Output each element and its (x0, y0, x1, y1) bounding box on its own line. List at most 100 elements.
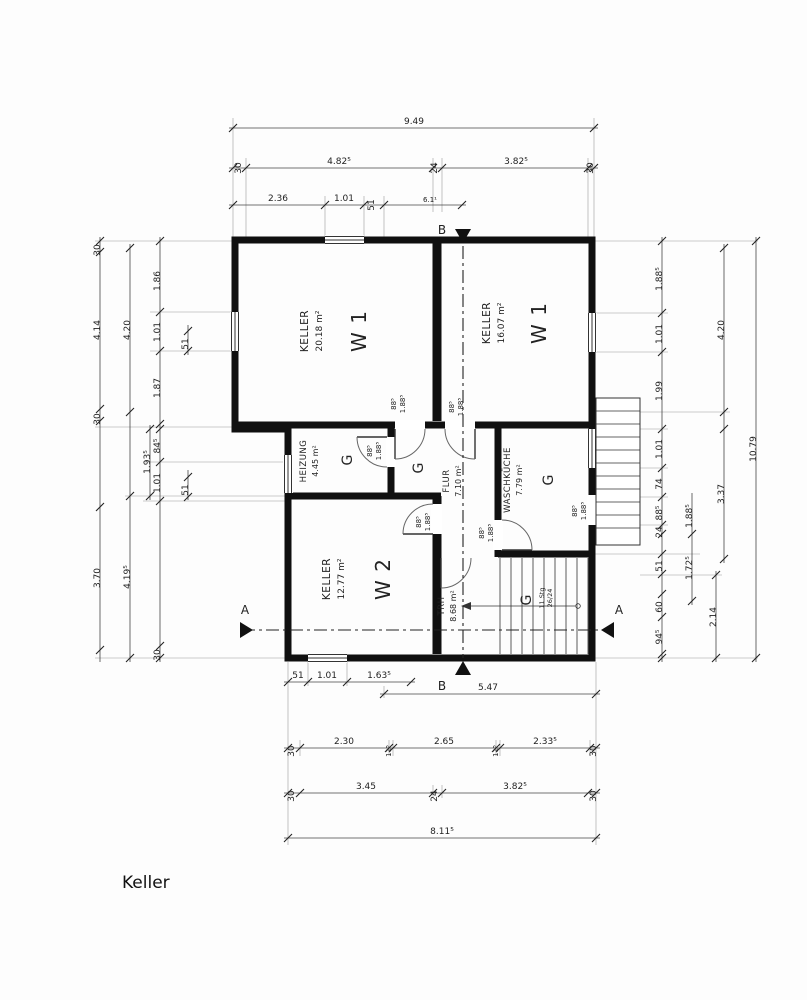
door-dim: 88⁵ (390, 398, 398, 410)
dim-label: 60 (655, 601, 665, 613)
dim-label: 3.70 (93, 568, 103, 588)
door-dim: 1.88⁵ (580, 502, 588, 521)
dim-label: 1.01 (655, 324, 665, 344)
dim-label: 5.47 (478, 683, 498, 693)
room-unit: W 1 (527, 302, 551, 344)
stairs-exterior (595, 397, 641, 546)
dim-label: 1.01 (317, 671, 337, 681)
dim-label: 11⁵ (492, 745, 500, 757)
dim-label: 30 (234, 162, 244, 174)
dim-label: 2.65 (434, 737, 454, 747)
window (325, 235, 364, 245)
dim-label: 11⁵ (385, 745, 393, 757)
door-dim: 1.88⁵ (375, 442, 383, 461)
dim-label: 30 (586, 162, 596, 174)
dim-label: 3.45 (356, 782, 376, 792)
dim-label: 3.82⁵ (503, 782, 527, 792)
dim-label: 1.87 (153, 378, 163, 398)
door-dim: 88⁵ (478, 527, 486, 539)
door-dim: 88⁵ (448, 401, 456, 413)
dim-label: 30 (287, 790, 297, 802)
stairs-trh (470, 558, 589, 654)
room-area: 12.77 m² (337, 558, 347, 599)
dim-label: 51 (292, 671, 303, 681)
room-name: HEIZUNG (299, 440, 309, 483)
dim-label: 3.82⁵ (504, 157, 528, 167)
dim-label: 1.01 (655, 439, 665, 459)
room-labels: KELLER 20.18 m² W 1 KELLER 16.07 m² W 1 … (299, 302, 557, 622)
dim-label: 4.20 (123, 320, 133, 340)
dimension-labels: 9.49 30 4.82⁵ 24 3.82⁵ 30 2.36 1.01 51 6… (93, 117, 759, 837)
dim-label: 9.49 (404, 117, 424, 127)
dim-label: 2.36 (268, 194, 288, 204)
room-name: TRH (437, 597, 447, 617)
dim-label: 30 (93, 413, 103, 425)
door-dim: 1.88⁵ (487, 524, 495, 543)
windows (230, 235, 597, 663)
dim-label: 4.19⁵ (123, 565, 133, 589)
dim-label: 1.86 (153, 271, 163, 291)
dim-label: 8.11⁵ (430, 827, 454, 837)
door-openings (386, 420, 597, 550)
dim-label: 1.01 (153, 322, 163, 342)
window (587, 313, 597, 352)
door-dim: 88⁵ (366, 445, 374, 457)
room-area: 16.07 m² (497, 302, 507, 343)
dim-label: 51 (655, 560, 665, 571)
dim-label: 1.93⁵ (143, 450, 153, 474)
door-dim: 88⁵ (571, 505, 579, 517)
dim-label: 30 (93, 244, 103, 256)
door-dimension-labels: 88⁵ 1.88⁵ 88⁵ 1.88⁵ 88⁵ 1.88⁵ 88⁵ 1.88⁵ … (366, 395, 588, 543)
room-unit: W 1 (347, 310, 371, 352)
dim-label: 88⁵ (655, 505, 665, 520)
dim-label: 30 (287, 745, 297, 757)
room-area: 20.18 m² (315, 310, 325, 351)
dim-label: 1.99 (655, 381, 665, 401)
dim-label: 1.88⁵ (655, 267, 665, 291)
dim-label: 1.88⁵ (685, 504, 695, 528)
dim-label: 51 (181, 484, 191, 495)
dim-label: 4.14 (93, 320, 103, 340)
dim-label: 94⁵ (655, 629, 665, 644)
section-b-label-bottom: B (438, 679, 446, 693)
section-b-marker-bottom (455, 661, 471, 675)
dim-label: 30 (153, 649, 163, 661)
room-unit: G (541, 475, 557, 486)
door-dim: 1.88⁵ (424, 513, 432, 532)
room-name: KELLER (481, 302, 493, 344)
room-area: 4.45 m² (311, 445, 320, 476)
stairs-note: 26/24 (546, 589, 554, 608)
section-a-label-left: A (241, 603, 250, 617)
dim-label: 24 (655, 526, 665, 538)
dim-label: 2.30 (334, 737, 354, 747)
room-area: 8.68 m² (449, 590, 458, 621)
dim-label: 24 (430, 790, 440, 802)
section-a-marker-right (601, 622, 614, 638)
outer-wall (231, 236, 596, 662)
dimension-chains (99, 127, 757, 839)
section-b-marker-top (455, 229, 471, 243)
window (308, 653, 347, 663)
dim-label: 4.82⁵ (327, 157, 351, 167)
dim-label: 2.14 (709, 607, 719, 627)
dim-label: 10.79 (749, 436, 759, 462)
dim-label: 4.20 (717, 320, 727, 340)
dim-label: 51 (367, 199, 377, 210)
section-b-label-top: B (438, 223, 446, 237)
window (230, 312, 240, 351)
room-unit: G (340, 455, 356, 466)
drawing-title: Keller (122, 873, 170, 893)
dim-label: 1.63⁵ (367, 671, 391, 681)
room-area: 7.79 m² (515, 464, 524, 495)
room-area: 7.10 m² (454, 465, 463, 496)
door-dim: 88⁵ (415, 516, 423, 528)
dim-label: 30 (589, 790, 599, 802)
window (283, 455, 293, 493)
room-name: FLUR (442, 469, 452, 492)
dim-label: 74 (655, 478, 665, 490)
dim-label: 24 (430, 162, 440, 174)
dim-label: 1.01 (153, 473, 163, 493)
room-name: KELLER (299, 310, 311, 352)
section-a-label-right: A (615, 603, 624, 617)
